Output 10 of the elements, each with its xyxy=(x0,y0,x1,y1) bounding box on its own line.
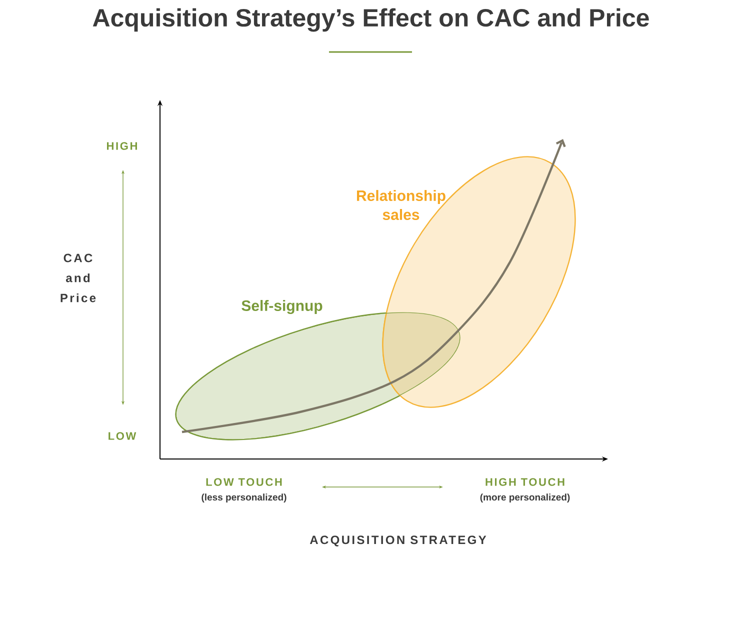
axis-label: LOW TOUCH xyxy=(206,478,282,486)
axis-label: HIGH xyxy=(107,142,137,150)
axis-label: (more personalized) xyxy=(480,494,570,502)
axis-label: (less personalized) xyxy=(202,494,286,502)
axis-label: CAC and Price xyxy=(60,254,96,302)
axis-label: LOW xyxy=(108,432,136,440)
title: Acquisition Strategy’s Effect on CAC and Price xyxy=(92,8,649,32)
ellipse-label: Self-signup xyxy=(242,300,322,314)
axis-label: ACQUISITION STRATEGY xyxy=(310,536,486,546)
axis-label: HIGH TOUCH xyxy=(486,478,564,486)
